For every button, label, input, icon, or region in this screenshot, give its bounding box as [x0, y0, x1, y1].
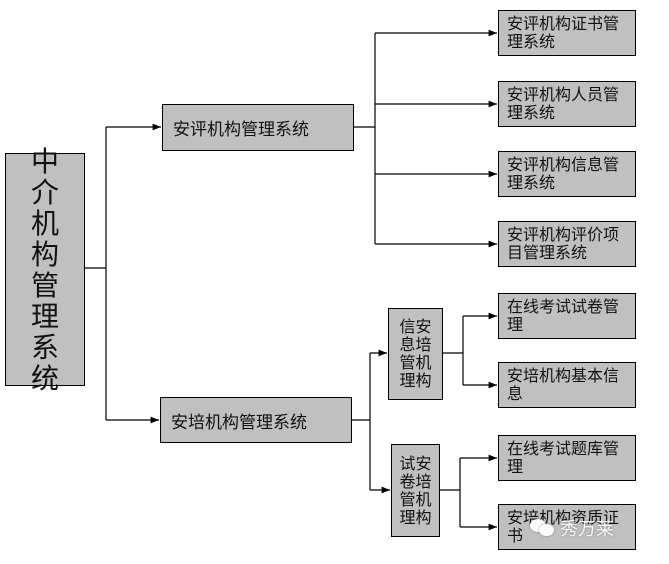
watermark: 秀万莱 — [530, 515, 614, 541]
leaf-label: 安评机构信息管理系统 — [507, 155, 620, 192]
leaf-label: 安评机构评价项目管理系统 — [507, 225, 620, 262]
branch-anping-node: 安评机构管理系统 — [162, 104, 354, 151]
leaf-label: 安培机构基本信息 — [507, 366, 620, 403]
leaf-node: 安评机构评价项目管理系统 — [498, 221, 636, 267]
root-node: 中介机构管理系统 — [5, 146, 85, 394]
wechat-icon — [530, 517, 556, 539]
group-label: 信安息培管机理构 — [399, 317, 432, 390]
leaf-node: 安评机构人员管理系统 — [498, 81, 636, 127]
leaf-node: 安评机构证书管理系统 — [498, 10, 636, 56]
leaf-node: 安培机构资质证书 — [498, 504, 636, 550]
leaf-node: 安培机构基本信息 — [498, 362, 636, 408]
leaf-node: 安评机构信息管理系统 — [498, 151, 636, 197]
leaf-node: 在线考试题库管理 — [498, 435, 636, 481]
leaf-label: 在线考试题库管理 — [507, 439, 620, 476]
root-label: 中介机构管理系统 — [30, 144, 59, 395]
branch-anpei-label: 安培机构管理系统 — [171, 412, 307, 433]
group-node: 信安息培管机理构 — [388, 308, 443, 400]
leaf-label: 在线考试试卷管理 — [507, 297, 620, 334]
branch-anping-label: 安评机构管理系统 — [173, 120, 309, 140]
group-node: 试安卷培管机理构 — [391, 444, 440, 537]
leaf-node: 在线考试试卷管理 — [498, 293, 636, 339]
group-label: 试安卷培管机理构 — [399, 453, 432, 527]
watermark-text: 秀万莱 — [560, 519, 614, 540]
leaf-label: 安评机构证书管理系统 — [507, 14, 620, 51]
branch-anpei-node: 安培机构管理系统 — [160, 397, 352, 443]
leaf-label: 安评机构人员管理系统 — [507, 85, 620, 122]
